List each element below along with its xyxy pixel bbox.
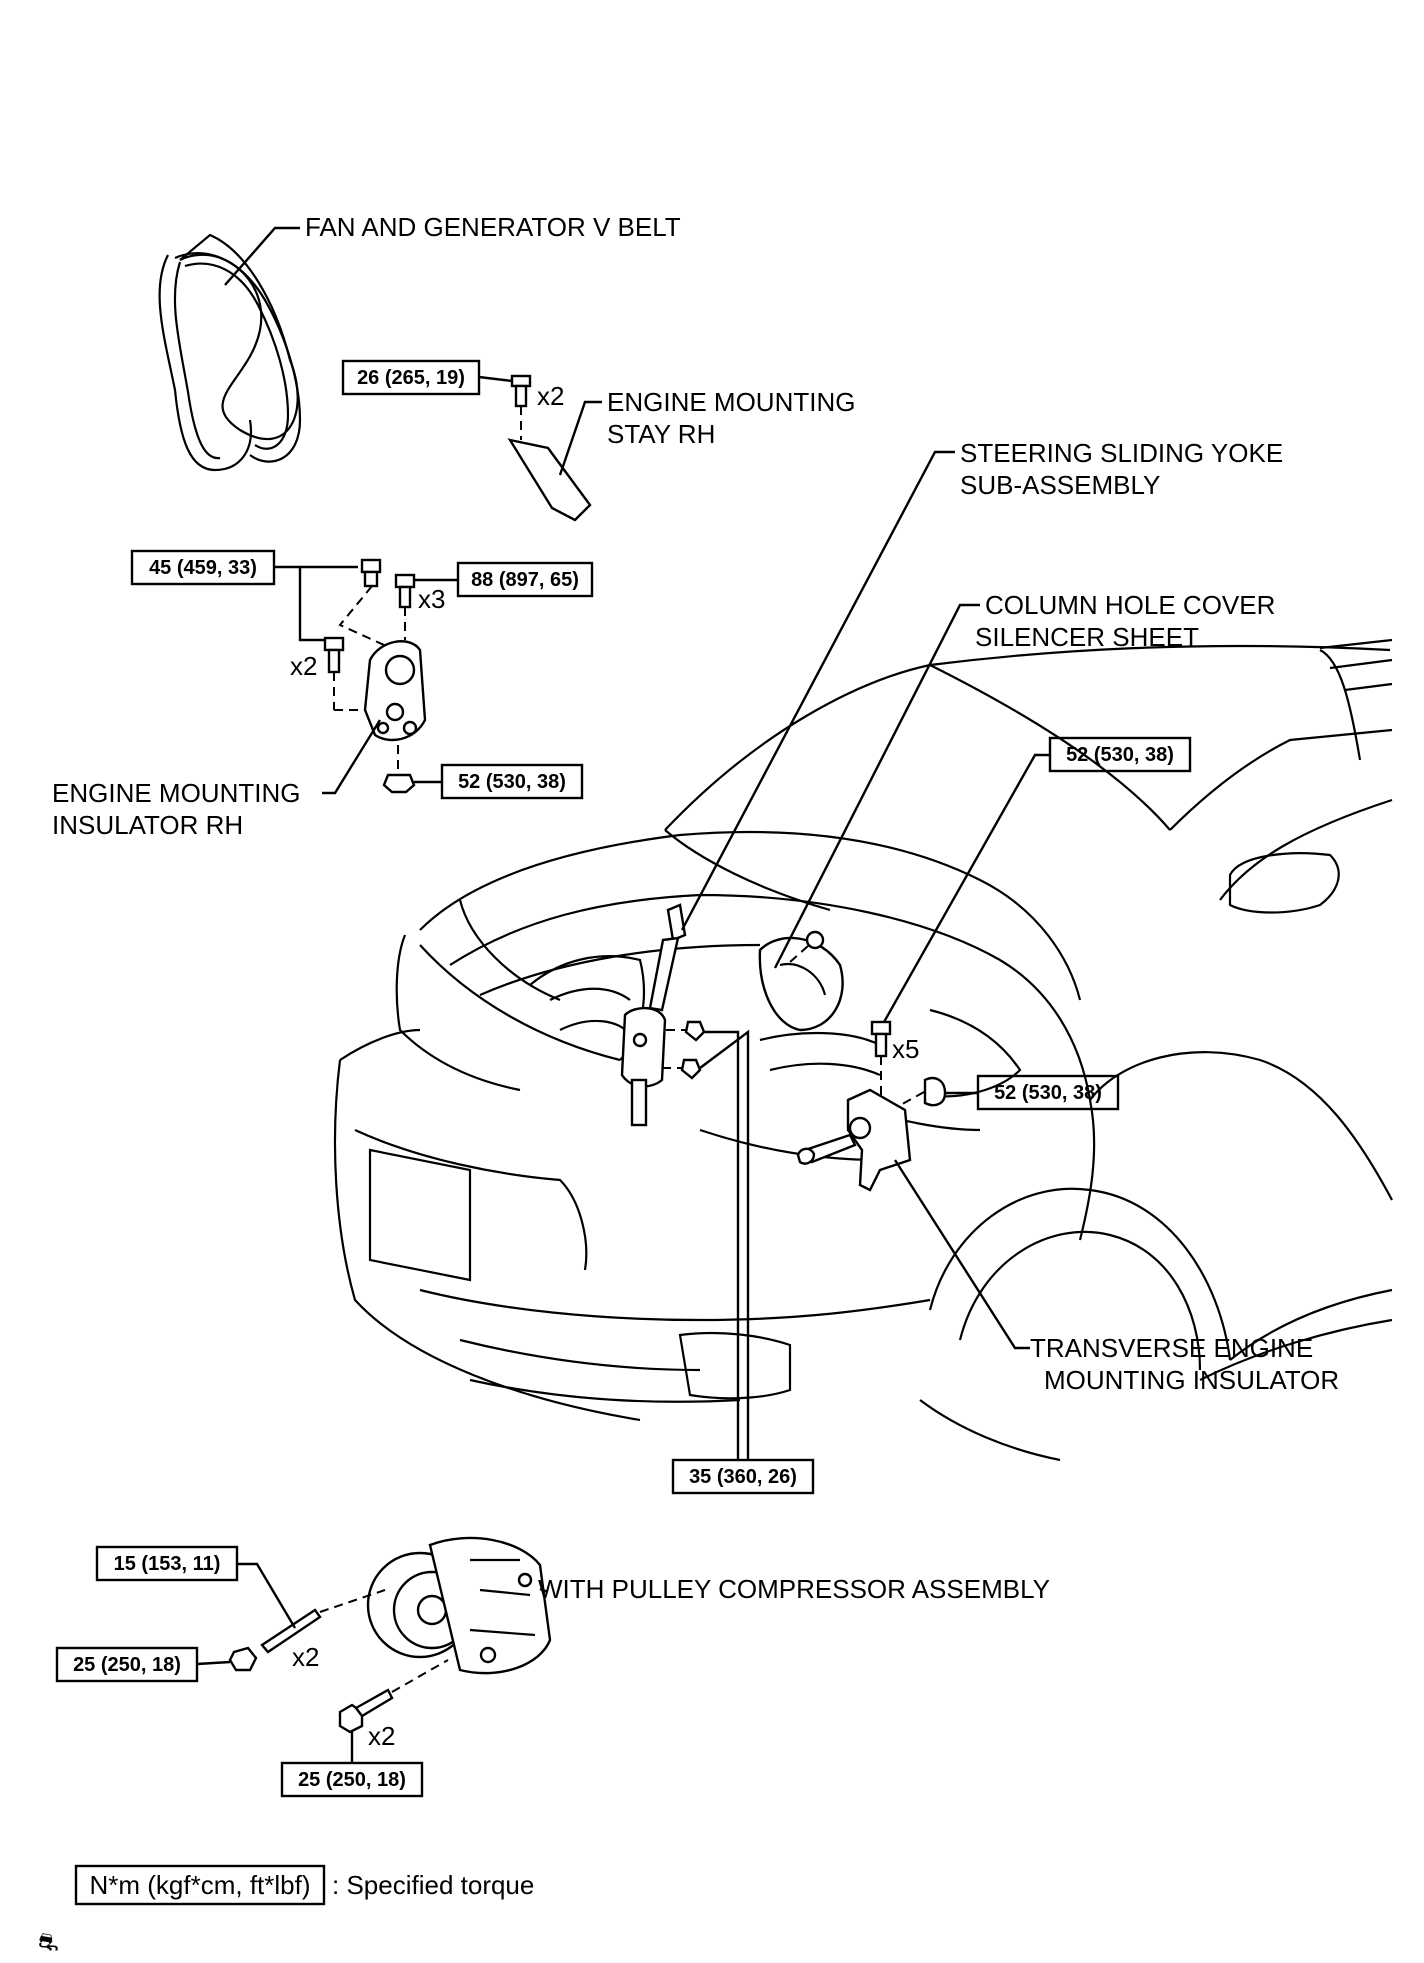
comp-bolt-torque-box: [280, 1761, 424, 1798]
yoke-leader: [680, 450, 955, 931]
stay-bolt-torque: 26 (265, 19): [357, 367, 465, 389]
stay-leader: [558, 400, 602, 476]
cover-leader: [773, 603, 980, 969]
comp-nut-torque-box: [55, 1646, 199, 1683]
transverse-nut: [894, 1076, 947, 1109]
transverse-bolt-leader: [882, 753, 1050, 1023]
cover-label-line1: COLUMN HOLE COVER: [985, 590, 1275, 620]
insulator-nut: [382, 773, 416, 794]
insulator-bolt-a-leader-lower: [274, 565, 330, 642]
stay-bolt-torque-leader: [478, 375, 513, 383]
engine-mounting-stay-part: [507, 438, 592, 522]
transverse-insulator-part: [796, 1088, 912, 1192]
corner-mark-icon: ⛐: [38, 1928, 59, 1956]
transverse-label-line2: MOUNTING INSULATOR: [1044, 1365, 1339, 1395]
comp-bolt-qty: x2: [368, 1721, 395, 1751]
stay-label-line1: ENGINE MOUNTING: [607, 387, 855, 417]
legend-unit-text: N*m (kgf*cm, ft*lbf): [89, 1870, 310, 1900]
insulator-bolt-a-upper: [338, 558, 396, 651]
stud-qty: x2: [292, 1642, 319, 1672]
insulator-leader: [322, 719, 382, 795]
insulator-bolt-a-lower: [323, 636, 372, 711]
cover-label-line2: SILENCER SHEET: [975, 622, 1199, 652]
insulator-bolt-b-torque: 88 (897, 65): [471, 569, 579, 591]
insulator-bolt-b-qty: x3: [418, 584, 445, 614]
steering-yoke-part: [620, 903, 687, 1127]
stay-bolt-qty: x2: [537, 381, 564, 411]
engine-mounting-insulator-part: [363, 640, 427, 770]
compressor-stud: [260, 1589, 386, 1654]
fan-belt-leader: [224, 226, 300, 286]
yoke-bolt-upper: [666, 1020, 706, 1042]
insulator-bolt-a-qty: x2: [290, 651, 317, 681]
comp-bolt-torque: 25 (250, 18): [298, 1769, 406, 1791]
insulator-label-line1: ENGINE MOUNTING: [52, 778, 300, 808]
compressor-bolt: [338, 1659, 449, 1734]
transverse-label-line1: TRANSVERSE ENGINE: [1030, 1333, 1313, 1363]
yoke-bolt-leader-lower: [699, 1029, 750, 1460]
stay-bolt: [510, 374, 532, 440]
stud-torque: 15 (153, 11): [114, 1553, 221, 1575]
insulator-bolt-b: [394, 573, 416, 640]
yoke-bolt-leader-upper: [704, 1030, 740, 1460]
yoke-bolt-lower: [662, 1058, 702, 1080]
yoke-label-line2: SUB-ASSEMBLY: [960, 470, 1160, 500]
legend-description: : Specified torque: [332, 1870, 534, 1900]
comp-nut-torque: 25 (250, 18): [73, 1654, 181, 1676]
yoke-bolt-torque-box: [671, 1458, 815, 1495]
transverse-bolt-torque: 52 (530, 38): [1066, 744, 1174, 766]
transverse-nut-torque: 52 (530, 38): [994, 1082, 1102, 1104]
transverse-leader: [893, 1159, 1030, 1350]
compressor-label: WITH PULLEY COMPRESSOR ASSEMBLY: [538, 1574, 1050, 1604]
insulator-bolt-a-torque: 45 (459, 33): [149, 557, 257, 579]
fan-belt-part: [158, 233, 302, 472]
yoke-bolt-torque: 35 (360, 26): [689, 1466, 797, 1488]
insulator-nut-torque: 52 (530, 38): [458, 771, 566, 793]
legend-unit-box: [74, 1864, 326, 1906]
column-hole-cover-part: [758, 930, 844, 1032]
compressor-nut: [228, 1646, 258, 1672]
insulator-label-line2: INSULATOR RH: [52, 810, 243, 840]
compressor-part: [366, 1536, 552, 1675]
fan-belt-label: FAN AND GENERATOR V BELT: [305, 212, 681, 242]
comp-nut-torque-leader: [196, 1660, 231, 1666]
vehicle-front-outline: [333, 638, 1393, 1462]
yoke-label-line1: STEERING SLIDING YOKE: [960, 438, 1283, 468]
transverse-bolt-qty: x5: [892, 1034, 919, 1064]
stay-label-line2: STAY RH: [607, 419, 715, 449]
compressor-leader: [539, 1587, 549, 1594]
stud-torque-leader: [237, 1562, 297, 1629]
